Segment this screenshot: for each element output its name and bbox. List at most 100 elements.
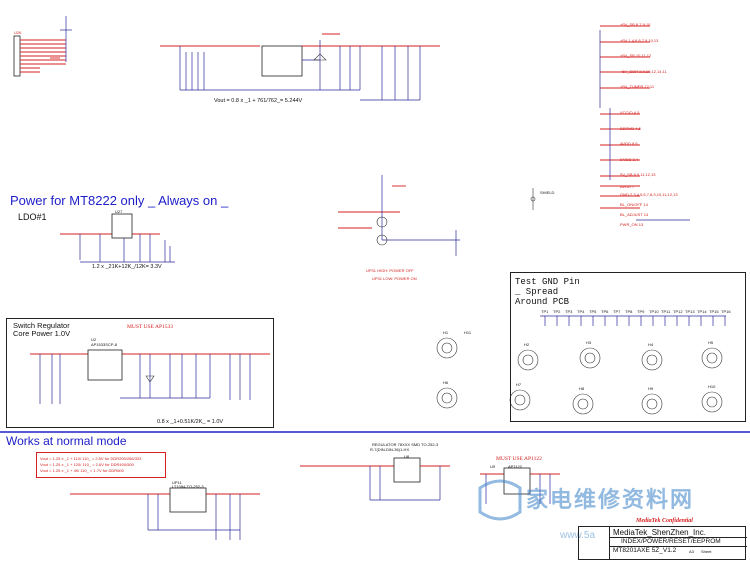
net-label: +5V_TUNER 12,11 [620,84,655,89]
net-label: BL_ON/OFF 14 [620,202,648,207]
shield [530,188,536,210]
u-ddr-ref: UP11 [172,480,182,485]
hole-label: H10 [708,384,716,389]
test-pin-label: TP2 [553,309,561,314]
mounting-hole [517,349,539,371]
connector-cn6 [13,16,72,77]
test-pin-label: TP6 [601,309,609,314]
title-core-power: Core Power 1.0V [13,329,71,338]
watermark-url: www.5a [560,530,596,541]
test-pin-label: TP1 [541,309,549,314]
hole-label: H7 [516,382,522,387]
ap1122-circuit [480,467,560,504]
power-switch-circuit [338,175,460,256]
mounting-hole [579,347,601,369]
test-pin-label: TP5 [589,309,597,314]
title-block-sheet-title: INDEX/POWER/RESET/EEPROM [621,538,721,545]
note-up31-high: UP31 HIGH: POWER OFF [366,268,414,273]
mounting-holes [436,337,723,415]
title-must-use-ap1533: MUST USE AP1533 [127,324,174,330]
net-label: GND 2,3,4,5,6,7,8,9,10,11,12,13 [620,192,678,197]
test-pin-label: TP4 [577,309,585,314]
u-reg-part: R-7(DIN-DIN-36)1-HX [370,447,410,452]
test-gnd-title: Test GND Pin _ Spread Around PCB [515,277,580,307]
hole-label: H11 [464,330,472,335]
test-gnd-line: Around PCB [515,297,570,307]
regulator-label: REGULATOR 78XXX SMD TO-252-3 [372,442,439,447]
net-label: 5V_SB 8,9,11,12,13 [620,172,656,177]
ddr-regulator-circuit [70,487,260,540]
connector-label: U26 [14,30,22,35]
shield-label: SHIELD [540,190,555,195]
test-gnd-line: _ Spread [515,287,559,297]
test-gnd-box: Test GND Pin _ Spread Around PCB [510,272,746,422]
ldo-ref: U27 [115,209,123,214]
hole-label: H4 [648,342,654,347]
ldo-circuit [60,213,175,263]
mounting-hole [701,391,723,413]
hole-label: H3 [586,340,592,345]
test-pin-label: TP14 [697,309,707,314]
mounting-hole [572,393,594,415]
test-pin-label: TP9 [637,309,645,314]
formula-ldo: 1.2 x _21K+12K_/12K= 3.3V [92,264,162,270]
title-must-use-ap1122: MUST USE AP1122 [496,456,542,462]
watermark-logo [478,479,522,521]
hole-label: H1 [443,330,449,335]
net-label: VCCIO 4,5 [620,110,640,115]
mounting-hole [641,349,663,371]
regulator-top [160,33,440,101]
watermark-text: 家电维修资料网 [526,488,695,513]
test-pin-label: TP11 [661,309,671,314]
mounting-hole [436,387,458,409]
title-block-logo-cell [579,527,610,560]
title-works-normal: Works at normal mode [6,434,127,448]
ddr-formula-line: Vout = 1.25 x _1 + 49/ 110_ = 1.7V for D… [40,468,124,473]
test-pin-label: TP10 [649,309,659,314]
net-label: +5V_SB 10,11,12 [620,53,652,58]
u-reg-ref: U8 [404,454,410,459]
formula-core: 0.8 x _1+0.51K/2K_ = 1.0V [157,419,224,425]
test-pin-label: TP13 [685,309,695,314]
net-label: +5V_DDR 2,9,10,12,14,11 [620,68,667,74]
u-ap-part: AP1122 [508,464,522,469]
title-power-mt8222: Power for MT8222 only _ Always on _ [10,193,229,208]
title-switch-regulator: Switch Regulator [13,321,70,330]
test-pin-label: TP12 [673,309,683,314]
net-label: DDRVD 4,5 [620,125,641,131]
test-pin-label: TP8 [625,309,633,314]
test-pin-row [540,315,726,326]
right-net-list: +5V_SB 8,7,9,10 +5V 1,4,6,8,7,9,10,13 +5… [620,22,730,232]
test-pin-label: TP16 [721,309,731,314]
title-ldo1: LDO#1 [18,212,47,222]
u-sw-part: AP1533SCP-8 [91,342,118,347]
title-block-company: MediaTek_ShenZhen_Inc. [613,528,706,537]
u-ap-ref: U9 [490,464,496,469]
right-nets [599,25,690,221]
regulator-78xx-circuit [300,457,450,501]
mounting-hole [701,347,723,369]
confidential-label: MediaTek Confidential [636,518,693,524]
u-sw-ref: U2 [91,337,97,342]
title-block-size: A3 [689,549,694,554]
net-label: AVDD 8,9 [620,141,638,146]
ddr-formula-line: Vout = 1.25 x _1 + 120/ 110_ = 2.6V for … [40,462,134,467]
hole-label: H9 [648,386,654,391]
test-pin-label: TP3 [565,309,573,314]
hole-label: H6 [443,380,449,385]
u-ddr-part: LT1084-TO-252-3 [172,484,204,489]
net-label: BL_ADJUST 14 [620,212,649,217]
title-block-doc-no: MT8201AXE 5Z_V1.2 [613,547,677,554]
switch-regulator-box: Switch Regulator Core Power 1.0V MUST US… [6,318,274,428]
mounting-hole [436,337,458,359]
ddr-formula-box: Vout = 1.25 x _1 + 110/ 110_ = 2.5V for … [36,452,166,478]
test-gnd-line: Test GND Pin [515,277,580,287]
hole-label: H2 [524,342,530,347]
test-pin-label: TP15 [709,309,719,314]
net-label: +5V_SB 8,7,9,10 [620,22,651,27]
hole-label: H5 [708,340,714,345]
formula-vout-top: Vout = 0.8 x _1 + 761/762_= 5.244V [214,98,303,104]
title-block-sheet-label: Sheet [701,549,712,554]
net-label: +5V 1,4,6,8,7,9,10,13 [620,37,659,43]
